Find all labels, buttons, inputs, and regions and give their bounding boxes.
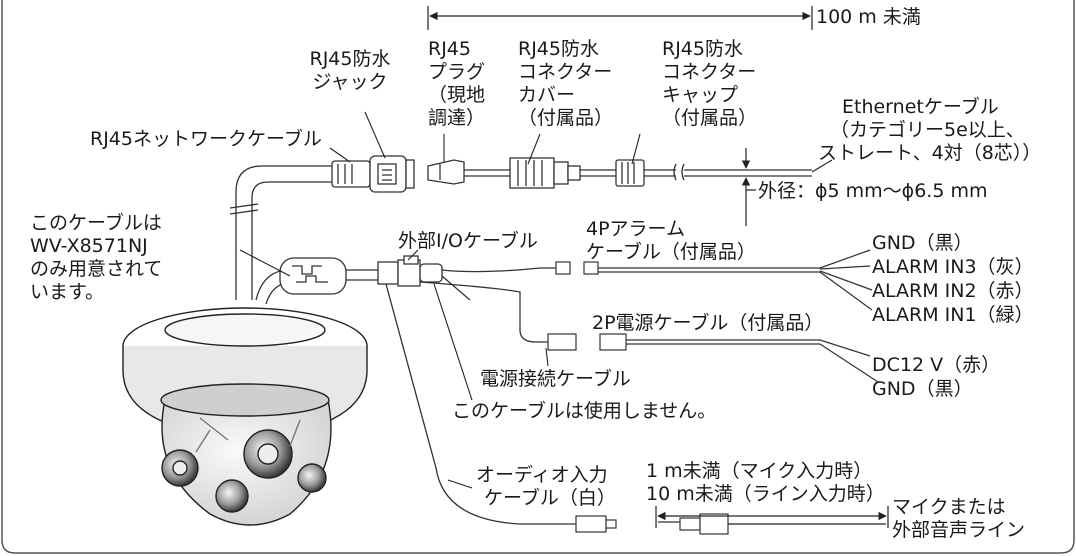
- rj45-jack-line2: ジャック: [312, 71, 388, 93]
- unused-cable-label: このケーブルは使用しません。: [452, 400, 717, 422]
- connector-cap-drawing: [615, 159, 812, 187]
- rj45-plug-line3: （現地: [428, 84, 486, 106]
- rj45-network-cable-drawing: [229, 165, 332, 300]
- connector-cover-line3: カバー: [518, 84, 576, 106]
- io-cable-drawing: [255, 255, 576, 525]
- audio-length-dimension: [655, 506, 889, 528]
- rj45-jack-drawing: [331, 155, 415, 193]
- alarm-wire-in1: ALARM IN1（緑）: [872, 304, 1034, 326]
- connector-cap-line2: コネクター: [662, 61, 757, 83]
- length-100m-dimension: [427, 6, 813, 30]
- power-wire-gnd: GND（黒）: [872, 378, 973, 400]
- ethernet-cable-line1: Ethernetケーブル: [842, 96, 999, 118]
- audio-length-label: 1 m未満（マイク入力時） 10 m未満（ライン入力時）: [646, 460, 885, 506]
- alarm-connector-drawing: [555, 249, 873, 311]
- dome-camera-drawing: [122, 307, 368, 526]
- mic-line-label: マイクまたは 外部音声ライン: [892, 496, 1025, 542]
- rj45-plug-drawing: [427, 159, 510, 185]
- audio-cable-line2: ケーブル（白）: [484, 487, 616, 509]
- rj45-plug-line2: プラグ: [428, 61, 486, 83]
- model-note-line4: います。: [30, 281, 105, 303]
- power-connect-cable-label: 電源接続ケーブル: [480, 368, 631, 390]
- power-2p-cable-label: 2P電源ケーブル（付属品）: [592, 312, 824, 334]
- ethernet-cable-line3: ストレート、4対（8芯））: [818, 142, 1042, 164]
- audio-cable-label: オーディオ入力 ケーブル（白）: [476, 464, 616, 510]
- rj45-plug-line1: RJ45: [428, 38, 471, 60]
- connector-cover-label: RJ45防水 コネクター カバー （付属品）: [518, 38, 613, 130]
- connector-cover-line2: コネクター: [518, 61, 613, 83]
- mic-line-line2: 外部音声ライン: [892, 519, 1026, 541]
- model-note-line1: このケーブルは: [30, 212, 162, 234]
- ext-io-cable-label: 外部I/Oケーブル: [398, 230, 538, 252]
- connector-cap-line3: キャップ: [662, 84, 739, 106]
- audio-length-line1: 1 m未満（マイク入力時）: [646, 460, 873, 482]
- rj45-network-cable-label: RJ45ネットワークケーブル: [90, 128, 322, 150]
- ethernet-cable-label: Ethernetケーブル （カテゴリー5e以上、 ストレート、4対（8芯））: [812, 96, 1041, 165]
- alarm-wire-in2: ALARM IN2（赤）: [872, 280, 1034, 302]
- alarm-cable-label: 4Pアラーム ケーブル（付属品）: [586, 218, 756, 264]
- model-note-line2: WV-X8571NJ: [30, 235, 148, 257]
- ethernet-cable-line2: （カテゴリー5e以上、: [830, 119, 1025, 141]
- alarm-wire-gnd: GND（黒）: [872, 232, 973, 254]
- audio-connector-drawing: [575, 513, 729, 535]
- outer-diameter-label: 外径：ϕ5 mm～ϕ6.5 mm: [758, 180, 988, 202]
- alarm-cable-line2: ケーブル（付属品）: [586, 241, 756, 263]
- outer-diameter-indicator: [741, 148, 756, 226]
- connector-cap-label: RJ45防水 コネクター キャップ （付属品）: [662, 38, 757, 130]
- alarm-cable-line1: 4Pアラーム: [586, 218, 685, 240]
- rj45-jack-label: RJ45防水 ジャック: [290, 48, 410, 94]
- rj45-jack-line1: RJ45防水: [309, 48, 391, 70]
- model-note-line3: のみ用意されて: [30, 258, 163, 280]
- mic-line-line1: マイクまたは: [892, 496, 1006, 518]
- model-note-label: このケーブルは WV-X8571NJ のみ用意されて います。: [30, 212, 162, 304]
- connector-cap-line1: RJ45防水: [662, 38, 743, 60]
- rj45-plug-label: RJ45 プラグ （現地 調達）: [428, 38, 485, 130]
- audio-cable-line1: オーディオ入力: [476, 464, 608, 486]
- connector-cover-line1: RJ45防水: [518, 38, 599, 60]
- power-connector-drawing: [547, 333, 879, 383]
- connector-cover-line4: （付属品）: [518, 107, 614, 129]
- length-label-100m: 100 m 未満: [816, 6, 921, 28]
- alarm-wire-in3: ALARM IN3（灰）: [872, 256, 1034, 278]
- connector-cap-line4: （付属品）: [662, 107, 758, 129]
- audio-length-line2: 10 m未満（ライン入力時）: [646, 483, 885, 505]
- rj45-plug-line4: 調達）: [428, 107, 486, 129]
- connector-cover-drawing: [509, 157, 616, 189]
- power-wire-dc12v: DC12 V（赤）: [872, 354, 1001, 376]
